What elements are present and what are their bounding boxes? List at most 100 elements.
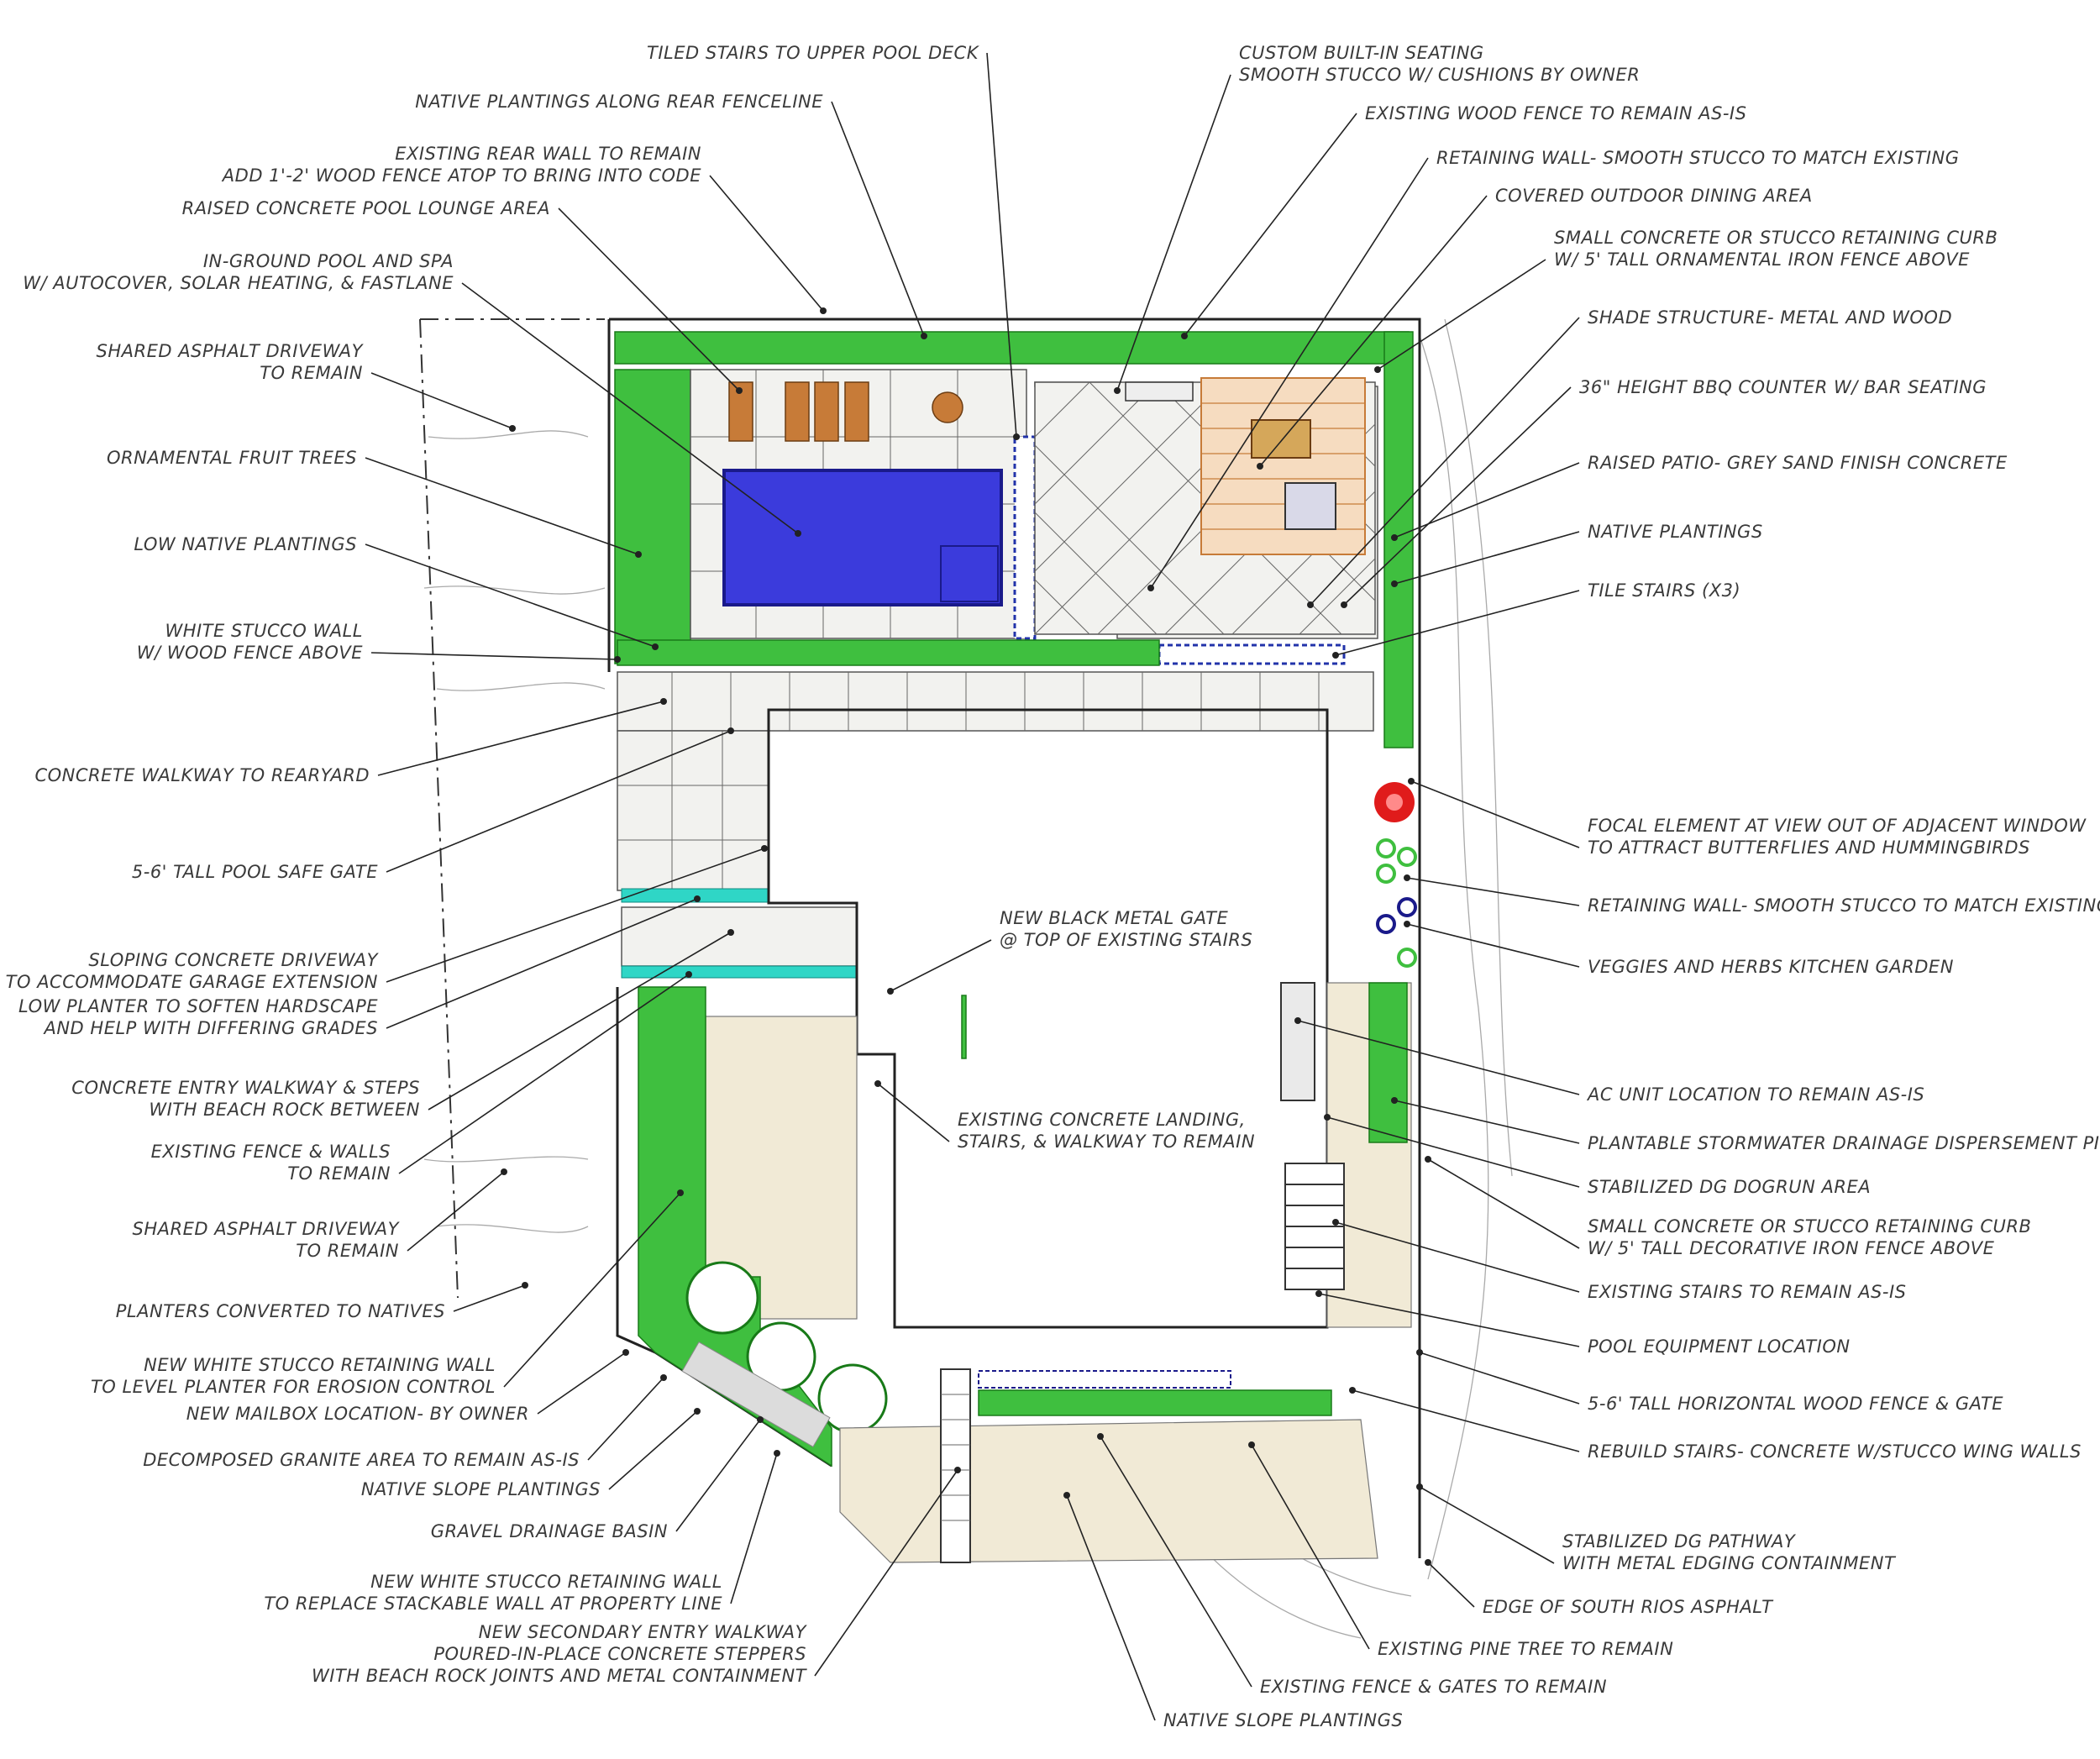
center-callout-labels: NEW BLACK METAL GATE@ TOP OF EXISTING ST… [874,908,1607,1730]
right-label-18-line: EXISTING STAIRS TO REMAIN AS-IS [1588,1282,1907,1302]
right-label-12-leader [1406,877,1580,906]
center-label-3-leader [1100,1436,1252,1688]
native-plantings-right [1368,982,1408,1143]
right-label-5-line: SMALL CONCRETE OR STUCCO RETAINING CURB [1554,228,1998,248]
left-label-3-line: EXISTING REAR WALL TO REMAIN [395,144,701,164]
right-label-19-leader [1318,1293,1580,1347]
focal-element [1374,782,1415,822]
left-label-9-line: WHITE STUCCO WALL [165,621,363,641]
right-label-24-line: EXISTING PINE TREE TO REMAIN [1378,1639,1673,1659]
center-label-1: NEW BLACK METAL GATE@ TOP OF EXISTING ST… [887,908,1252,995]
tile-stairs [1158,643,1346,665]
center-label-4-leader [1066,1494,1156,1721]
right-label-7-leader [1343,386,1572,606]
left-label-22: GRAVEL DRAINAGE BASIN [431,1416,764,1541]
left-label-6-line: TO REMAIN [260,363,363,383]
side-native-plantings [1383,331,1414,748]
rear-fenceline-plantings [614,331,1410,365]
left-label-16-leader [407,1171,505,1252]
right-label-17-leader [1427,1158,1580,1249]
left-label-16-line: SHARED ASPHALT DRIVEWAY [133,1219,401,1239]
center-label-4: NATIVE SLOPE PLANTINGS [1063,1492,1403,1730]
left-label-1-line: TILED STAIRS TO UPPER POOL DECK [647,43,980,63]
left-label-3-line: ADD 1'-2' WOOD FENCE ATOP TO BRING INTO … [221,165,701,186]
right-label-18-leader [1335,1221,1580,1293]
left-label-15-leader [398,974,690,1174]
right-label-12: RETAINING WALL- SMOOTH STUCCO TO MATCH E… [1404,874,2100,916]
right-label-16-line: STABILIZED DG DOGRUN AREA [1588,1177,1871,1197]
left-callout-labels: TILED STAIRS TO UPPER POOL DECK NATIVE PL… [6,43,1020,1686]
right-label-14: AC UNIT LOCATION TO REMAIN AS-IS [1294,1017,1924,1105]
right-label-22-leader [1419,1486,1555,1564]
left-label-3-leader [709,175,824,312]
left-label-2: NATIVE PLANTINGS ALONG REAR FENCELINE [415,92,927,339]
right-label-24: EXISTING PINE TREE TO REMAIN [1248,1441,1673,1659]
left-label-4-leader [558,207,740,391]
right-label-19: POOL EQUIPMENT LOCATION [1315,1290,1850,1357]
left-label-23-line: TO REPLACE STACKABLE WALL AT PROPERTY LI… [264,1594,722,1614]
teal-border-front [978,1370,1231,1389]
existing-stairs-right [1284,1163,1345,1290]
right-label-5-line: W/ 5' TALL ORNAMENTAL IRON FENCE ABOVE [1554,249,1970,270]
left-label-13-leader [386,898,698,1029]
right-label-16: STABILIZED DG DOGRUN AREA [1324,1114,1871,1197]
left-label-19-line: NEW MAILBOX LOCATION- BY OWNER [186,1404,529,1424]
center-label-1-leader [890,939,992,992]
property-line [419,318,605,1299]
left-label-18-leader [503,1192,681,1388]
right-label-20-leader [1419,1352,1580,1405]
right-label-3-leader [1150,157,1429,589]
left-label-17-line: PLANTERS CONVERTED TO NATIVES [116,1301,445,1321]
left-label-13-line: LOW PLANTER TO SOFTEN HARDSCAPE [18,996,378,1016]
right-label-23-line: EDGE OF SOUTH RIOS ASPHALT [1483,1597,1774,1617]
secondary-entry-steppers [940,1368,971,1563]
left-label-20-line: DECOMPOSED GRANITE AREA TO REMAIN AS-IS [143,1450,580,1470]
left-label-21-line: NATIVE SLOPE PLANTINGS [361,1479,601,1499]
lounge-chairs [728,381,963,442]
entry-planter-strip [961,995,967,1059]
left-label-10-line: CONCRETE WALKWAY TO REARYARD [34,765,370,785]
left-label-16-line: TO REMAIN [296,1241,399,1261]
right-label-2-line: EXISTING WOOD FENCE TO REMAIN AS-IS [1365,103,1746,123]
left-label-20-leader [587,1377,664,1461]
center-label-1-line: NEW BLACK METAL GATE [1000,908,1228,928]
center-label-2: EXISTING CONCRETE LANDING,STAIRS, & WALK… [874,1080,1255,1152]
left-label-24-line: POURED-IN-PLACE CONCRETE STEPPERS [433,1644,806,1664]
right-label-13-leader [1406,923,1580,968]
right-label-15-line: PLANTABLE STORMWATER DRAINAGE DISPERSEME… [1588,1133,2100,1153]
entry-walkway-steps [621,906,858,967]
left-label-17: PLANTERS CONVERTED TO NATIVES [116,1282,528,1321]
left-label-18-line: TO LEVEL PLANTER FOR EROSION CONTROL [91,1377,496,1397]
left-label-12-line: TO ACCOMMODATE GARAGE EXTENSION [6,972,378,992]
right-label-4-line: COVERED OUTDOOR DINING AREA [1495,186,1813,206]
left-label-2-leader [831,101,925,337]
pool-and-spa [722,469,1003,606]
right-label-21: REBUILD STAIRS- CONCRETE W/STUCCO WING W… [1349,1387,2081,1462]
left-label-20: DECOMPOSED GRANITE AREA TO REMAIN AS-IS [143,1374,667,1470]
left-label-21: NATIVE SLOPE PLANTINGS [361,1408,701,1499]
dg-pathway-front [839,1419,1378,1563]
center-label-2-leader [877,1083,950,1142]
left-label-9-line: W/ WOOD FENCE ABOVE [137,643,364,663]
pool-step [940,545,999,602]
left-label-21-leader [608,1410,698,1490]
right-label-4: COVERED OUTDOOR DINING AREA [1257,186,1813,470]
left-label-19-leader [537,1352,627,1415]
left-label-12-line: SLOPING CONCRETE DRIVEWAY [88,950,379,970]
bbq-counter [1284,482,1336,530]
right-label-1-leader [1116,74,1231,391]
right-label-3-line: RETAINING WALL- SMOOTH STUCCO TO MATCH E… [1436,148,1959,168]
right-label-9-line: NATIVE PLANTINGS [1588,522,1763,542]
right-label-11-leader [1410,780,1580,848]
left-label-24-leader [814,1469,958,1677]
dining-table [1251,419,1311,459]
right-label-6-line: SHADE STRUCTURE- METAL AND WOOD [1588,307,1952,328]
left-label-24: NEW SECONDARY ENTRY WALKWAYPOURED-IN-PLA… [312,1467,961,1686]
right-label-22-line: STABILIZED DG PATHWAY [1562,1531,1797,1552]
